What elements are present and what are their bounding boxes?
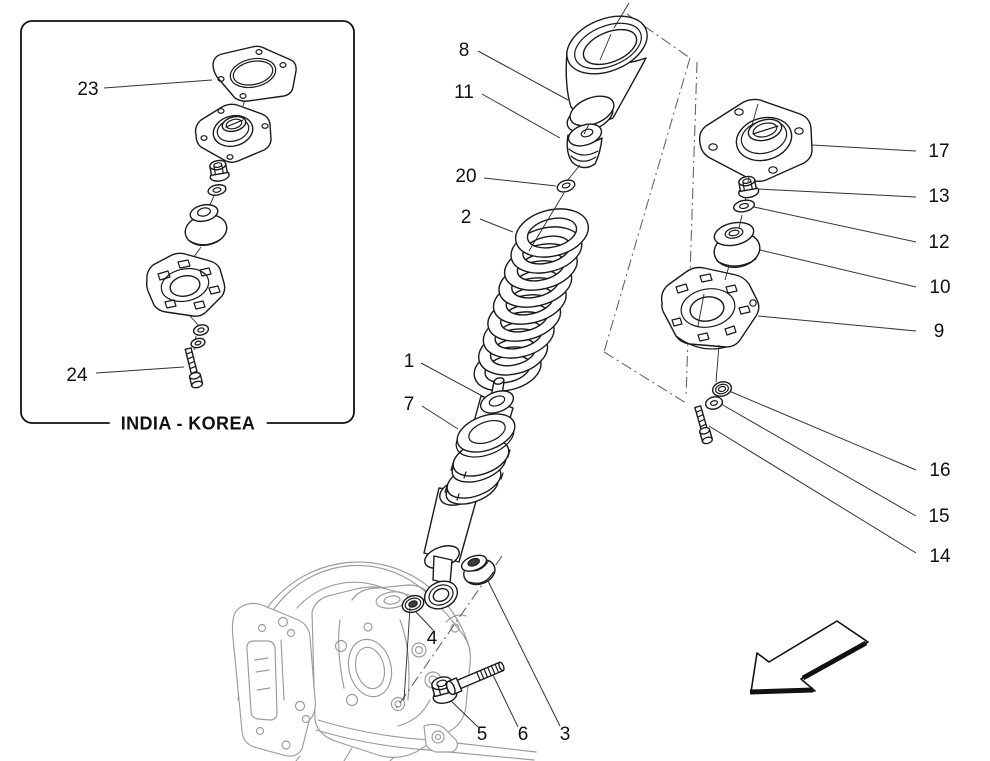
part-20-washer [556,179,576,193]
part-23-plate [212,45,297,102]
part-label-20: 20 [455,166,477,187]
part-label-15: 15 [928,506,950,527]
brake-hub-assembly [231,561,537,761]
part-11-bump-stop [566,123,603,169]
part-14-bolt [694,405,713,445]
part-label-5: 5 [476,724,488,745]
part-4-washer [401,594,425,614]
direction-arrow [749,620,869,695]
inset-box-border [20,20,355,424]
part-13-nut [738,175,760,199]
part-label-7: 7 [403,394,415,415]
part-label-14: 14 [929,546,951,567]
part-8-dust-cover [565,15,648,133]
part-24-bolt [184,347,204,389]
part-label-1: 1 [403,351,415,372]
leader-lines [95,50,917,728]
shock-absorber-assembly [401,15,648,705]
upper-mount-assembly [660,98,813,445]
part-3-bushing [460,554,496,586]
part-label-6: 6 [517,724,529,745]
part-label-2: 2 [460,207,472,228]
inset-mount-assembly [145,45,297,389]
part-7-spring-seat [444,413,516,505]
part-label-23: 23 [77,79,99,100]
part-label-16: 16 [929,460,951,481]
part-label-9: 9 [933,321,945,342]
part-6-bolt [445,661,505,696]
part-label-17: 17 [928,141,950,162]
part-17-mount-plate [698,98,813,182]
part-9-mount-plate [660,266,760,350]
part-label-11: 11 [454,82,474,103]
part-label-3: 3 [559,724,571,745]
part-label-10: 10 [929,277,951,298]
part-10-bushing [713,221,761,269]
part-label-13: 13 [928,186,950,207]
part-label-4: 4 [426,628,438,649]
part-16-washer [711,381,733,397]
part-label-8: 8 [458,40,470,61]
part-2-coil-spring [473,208,590,392]
region-caption: INDIA - KOREA [109,413,267,435]
part-label-24: 24 [66,365,88,386]
part-15-washer [704,396,724,410]
part-12-washer [732,199,756,213]
axis-lines [403,2,759,701]
part-label-12: 12 [928,232,950,253]
